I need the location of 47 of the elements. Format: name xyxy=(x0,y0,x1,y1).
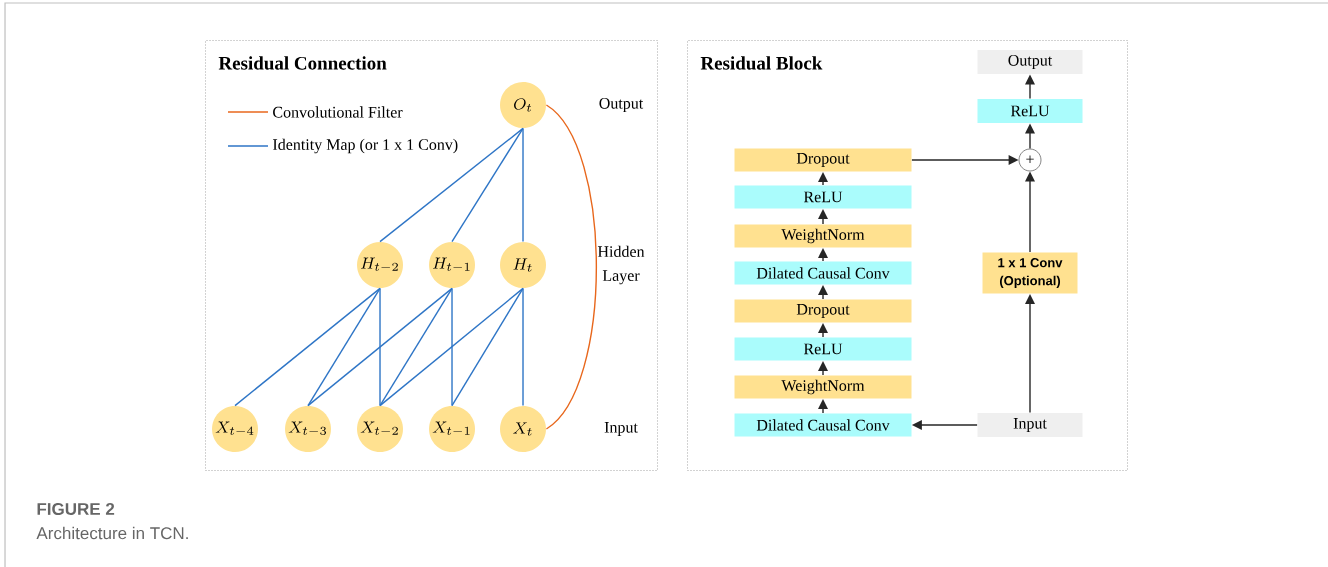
connector-line xyxy=(451,287,524,407)
caption: Architecture in TCN. xyxy=(36,526,188,540)
arrow xyxy=(818,360,828,376)
arrow xyxy=(1025,123,1035,150)
arrow xyxy=(818,208,828,225)
layer-label: Hidden Layer xyxy=(597,245,645,285)
layer-box: Dropout xyxy=(734,299,912,323)
optional-conv-box: 1 x 1 Conv (Optional) xyxy=(982,252,1078,294)
arrow xyxy=(1025,293,1035,414)
layer-box: Dilated Causal Conv xyxy=(734,261,912,285)
layer-box: ReLU xyxy=(734,185,912,209)
arrow xyxy=(818,398,828,414)
arrow xyxy=(818,171,828,186)
connector-line xyxy=(379,287,453,407)
panel-heading: Residual Block xyxy=(700,56,823,70)
connector-line xyxy=(522,127,524,243)
connector-line xyxy=(379,287,524,407)
connector-line xyxy=(451,127,524,243)
arrow xyxy=(1025,74,1035,100)
legend-text: Convolutional Filter xyxy=(273,106,403,118)
layer-box: Input xyxy=(977,413,1083,437)
figure-number: FIGURE 2 xyxy=(37,503,115,515)
arrow xyxy=(818,247,828,262)
connector-line xyxy=(522,287,524,407)
arrow xyxy=(911,155,1019,165)
arrow xyxy=(1025,171,1035,253)
arrow xyxy=(818,322,828,338)
arrow xyxy=(911,420,978,430)
panel-heading: Residual Connection xyxy=(218,56,387,70)
layer-box: Output xyxy=(977,50,1083,74)
connector-line xyxy=(379,127,524,243)
connector-line xyxy=(307,287,381,407)
connector-line xyxy=(307,287,453,407)
layer-label: Output xyxy=(599,98,644,112)
layer-box: WeightNorm xyxy=(734,375,912,399)
connector-line xyxy=(451,287,453,407)
layer-box: Dilated Causal Conv xyxy=(734,413,912,437)
layer-box: WeightNorm xyxy=(734,224,912,248)
curved-connector xyxy=(545,104,598,430)
layer-label: Input xyxy=(604,422,638,436)
connector-line xyxy=(234,287,381,407)
layer-box: Dropout xyxy=(734,148,912,172)
arrow xyxy=(818,284,828,300)
layer-box: ReLU xyxy=(977,99,1083,123)
legend-text: Identity Map (or 1 x 1 Conv) xyxy=(273,138,458,154)
connector-line xyxy=(379,287,381,407)
layer-box: ReLU xyxy=(734,337,912,361)
